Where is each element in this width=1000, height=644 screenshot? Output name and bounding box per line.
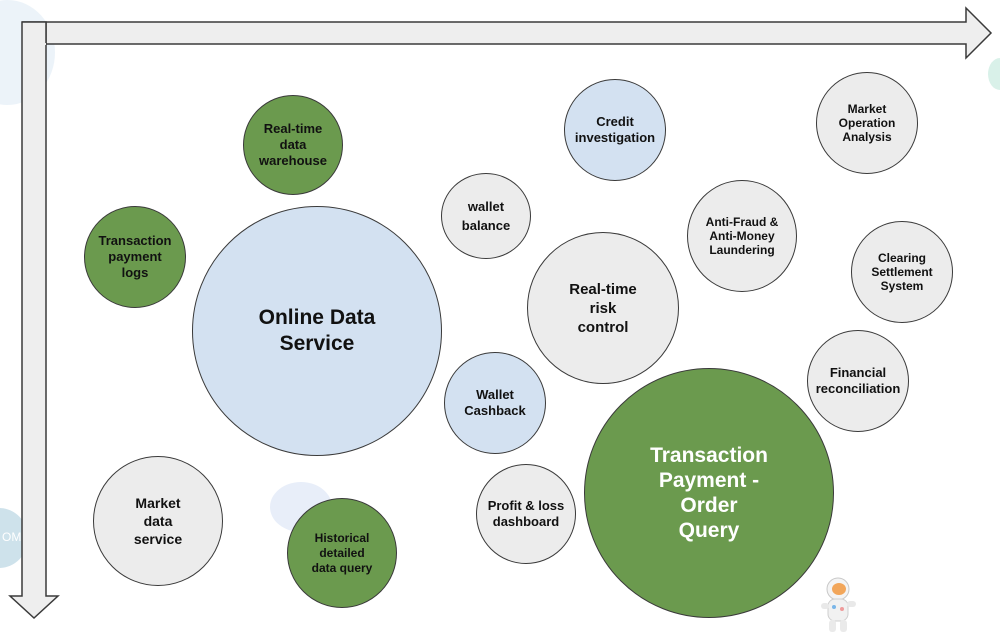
- bubble-label: Online Data Service: [258, 306, 376, 355]
- bubble-transaction-payment-order-query: Transaction Payment - Order Query: [584, 368, 834, 618]
- bubble-online-data-service: Online Data Service: [192, 206, 442, 456]
- bubble-profit-loss-dashboard: Profit & loss dashboard: [476, 464, 576, 564]
- bubble-label: Financial reconciliation: [815, 365, 901, 396]
- bubble-anti-fraud: Anti-Fraud & Anti-Money Laundering: [687, 180, 797, 292]
- bubble-label: Transaction payment logs: [98, 233, 172, 280]
- bubble-label: Real-time risk control: [569, 280, 637, 336]
- bubble-wallet-cashback: Wallet Cashback: [444, 352, 546, 454]
- bubble-realtime-data-warehouse: Real-time data warehouse: [243, 95, 343, 195]
- bubble-label: Wallet Cashback: [464, 387, 526, 418]
- bubble-label: Clearing Settlement System: [871, 251, 933, 293]
- bubble-label: Real-time data warehouse: [259, 121, 327, 168]
- background-blob: [988, 58, 1000, 90]
- bubble-wallet-balance: wallet balance: [441, 173, 531, 259]
- bubble-clearing-settlement-system: Clearing Settlement System: [851, 221, 953, 323]
- bubble-label: Historical detailed data query: [311, 530, 373, 575]
- bubble-financial-reconciliation: Financial reconciliation: [807, 330, 909, 432]
- vertical-axis-arrow: [8, 21, 60, 620]
- background-badge-text: OM: [2, 530, 22, 544]
- bubble-market-data-service: Market data service: [93, 456, 223, 586]
- bubble-label: Market data service: [133, 495, 183, 547]
- bubble-label: Transaction Payment - Order Query: [650, 444, 768, 542]
- bubble-label: wallet balance: [461, 199, 511, 233]
- bubble-credit-investigation: Credit investigation: [564, 79, 666, 181]
- bubble-label: Market Operation Analysis: [838, 102, 896, 144]
- bubble-label: Credit investigation: [574, 114, 656, 145]
- bubble-transaction-payment-logs: Transaction payment logs: [84, 206, 186, 308]
- bubble-label: Profit & loss dashboard: [487, 498, 565, 529]
- horizontal-axis-arrow: [22, 6, 993, 60]
- bubble-historical-data-query: Historical detailed data query: [287, 498, 397, 608]
- bubble-market-operation-analysis: Market Operation Analysis: [816, 72, 918, 174]
- bubble-label: Anti-Fraud & Anti-Money Laundering: [705, 215, 779, 257]
- astronaut-icon: [821, 577, 856, 632]
- bubble-realtime-risk-control: Real-time risk control: [527, 232, 679, 384]
